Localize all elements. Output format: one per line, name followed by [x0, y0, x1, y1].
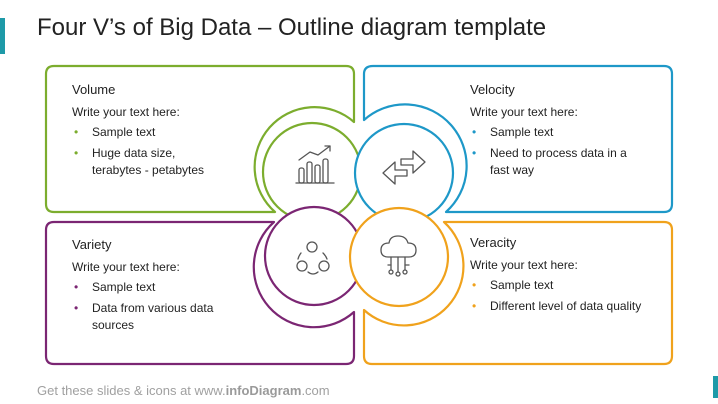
variety-bullets: •Sample text •Data from various data sou… — [72, 279, 262, 334]
footer-brand: infoDiagram — [225, 383, 302, 398]
velocity-bullets: •Sample text •Need to process data in a … — [470, 124, 660, 179]
variety-card: Variety Write your text here: •Sample te… — [72, 236, 262, 338]
bar-chart-icon — [295, 145, 335, 184]
volume-card: Volume Write your text here: •Sample tex… — [72, 81, 272, 183]
arrows-exchange-icon — [382, 150, 426, 185]
footer-credit: Get these slides & icons at www.infoDiag… — [37, 383, 330, 398]
list-item: •Sample text — [74, 125, 156, 139]
list-item: •Different level of data quality — [472, 299, 642, 313]
variety-intro: Write your text here: — [72, 260, 180, 274]
right-accent-tab — [713, 376, 718, 398]
list-item: •Sample text — [472, 278, 554, 292]
veracity-bullets: •Sample text •Different level of data qu… — [470, 277, 666, 315]
slide-title: Four V’s of Big Data – Outline diagram t… — [37, 14, 547, 41]
veracity-intro: Write your text here: — [470, 258, 578, 272]
velocity-card: Velocity Write your text here: •Sample t… — [470, 81, 660, 183]
variety-title: Variety — [72, 237, 112, 252]
list-item: •Sample text — [472, 125, 554, 139]
cloud-data-icon — [380, 235, 417, 277]
velocity-intro: Write your text here: — [470, 105, 578, 119]
volume-bullets: •Sample text •Huge data size, terabytes … — [72, 124, 272, 179]
left-accent-tab — [0, 18, 5, 54]
list-item: •Need to process data in a fast way — [472, 146, 627, 177]
veracity-title: Veracity — [470, 235, 517, 250]
veracity-card: Veracity Write your text here: •Sample t… — [470, 234, 666, 319]
list-item: •Data from various data sources — [74, 301, 214, 332]
volume-intro: Write your text here: — [72, 105, 180, 119]
velocity-shape — [353, 64, 674, 224]
velocity-title: Velocity — [470, 82, 515, 97]
list-item: •Sample text — [74, 280, 156, 294]
network-nodes-icon — [296, 241, 330, 275]
volume-title: Volume — [72, 82, 116, 97]
list-item: •Huge data size, terabytes - petabytes — [74, 146, 205, 177]
